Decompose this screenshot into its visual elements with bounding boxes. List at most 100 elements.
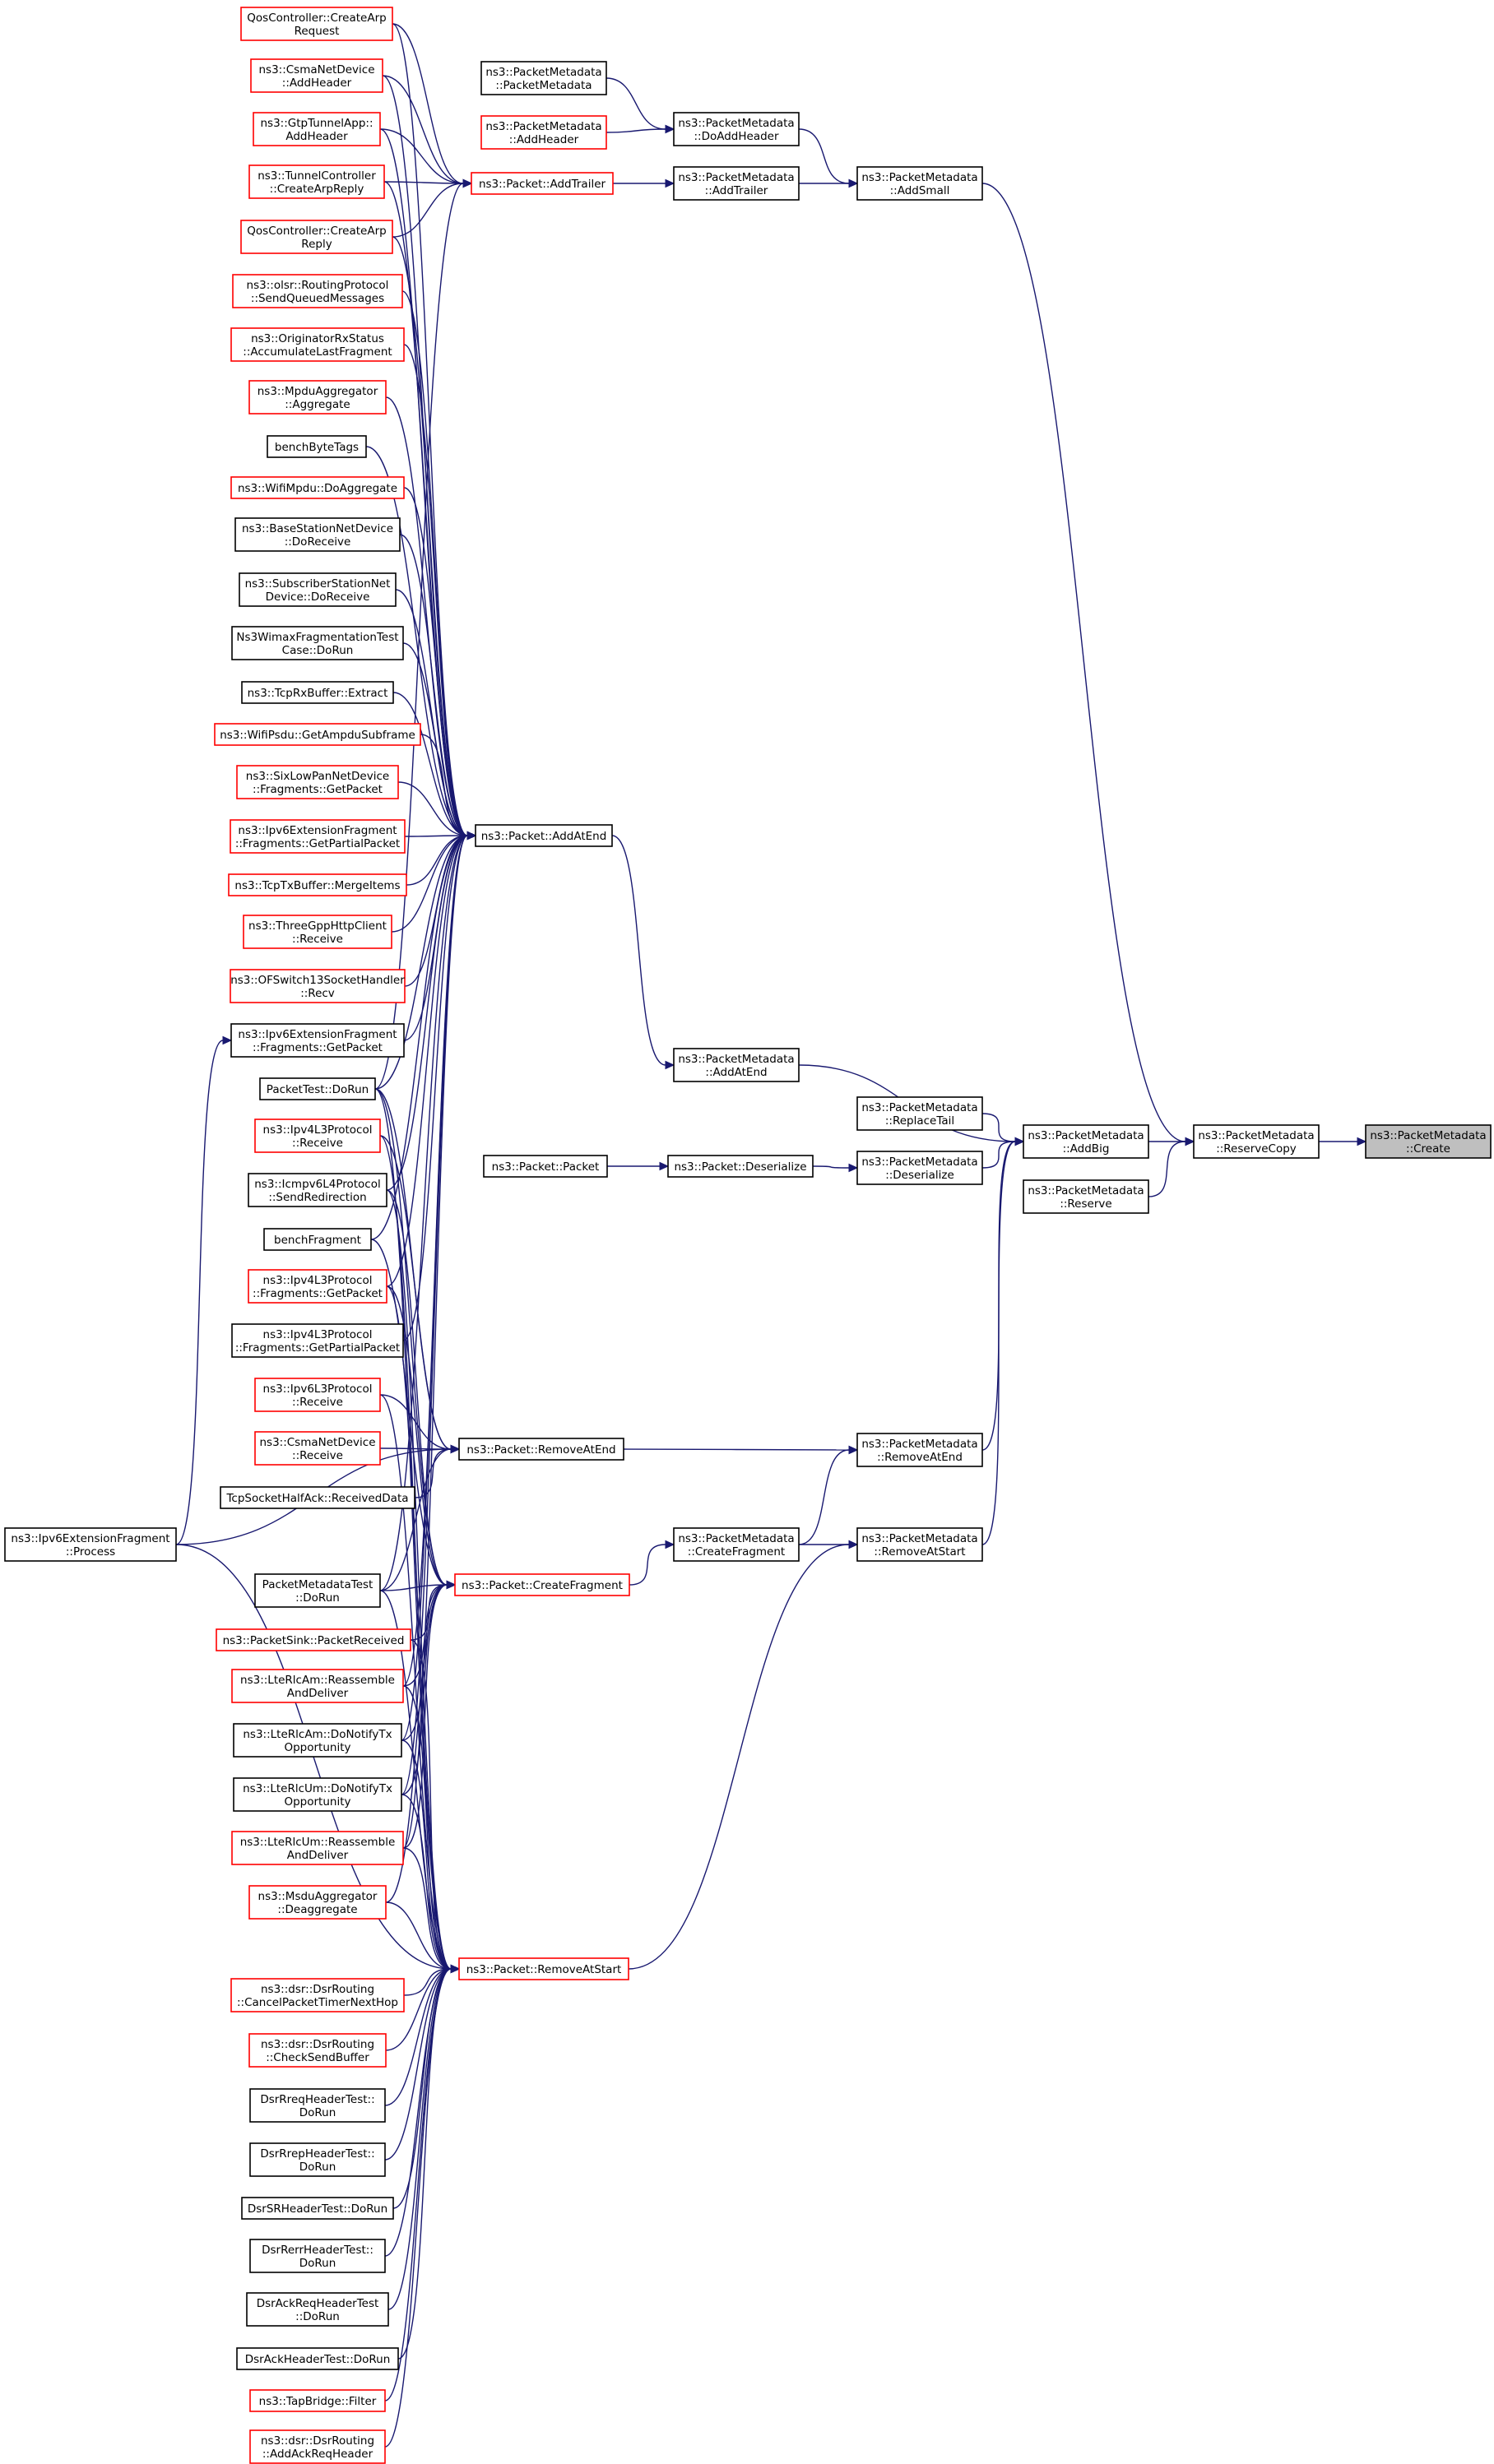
node-label-line: ::AddSmall <box>890 184 950 197</box>
node-box <box>230 1978 405 2012</box>
node-pm-createfragment[interactable]: ns3::PacketMetadata::CreateFragment <box>673 1527 800 1562</box>
node-pmtest-dorun[interactable]: PacketMetadataTest::DoRun <box>254 1573 381 1608</box>
node-wifimpdu-doaggregate[interactable]: ns3::WifiMpdu::DoAggregate <box>230 476 405 499</box>
node-box <box>480 61 607 95</box>
node-sixlowpan-getpacket[interactable]: ns3::SixLowPanNetDevice::Fragments::GetP… <box>236 765 399 799</box>
edge-line <box>981 183 1186 1142</box>
node-dsrerr-dorun[interactable]: DsrRerrHeaderTest::DoRun <box>249 2239 386 2273</box>
edge-line <box>629 1544 666 1586</box>
node-ofswitch-recv[interactable]: ns3::OFSwitch13SocketHandler::Recv <box>230 969 406 1003</box>
node-gtp-addheader[interactable]: ns3::GtpTunnelApp::AddHeader <box>253 112 381 146</box>
node-ipv6l3-receive[interactable]: ns3::Ipv6L3Protocol::Receive <box>254 1378 381 1412</box>
node-p-removeatstart[interactable]: ns3::Packet::RemoveAtStart <box>458 1957 629 1980</box>
node-label-line: ns3::OriginatorRxStatus <box>251 332 384 345</box>
node-label-line: ns3::WifiMpdu::DoAggregate <box>238 482 397 495</box>
node-p-removeatend[interactable]: ns3::Packet::RemoveAtEnd <box>458 1438 624 1461</box>
node-p-addatend[interactable]: ns3::Packet::AddAtEnd <box>475 824 613 847</box>
edge <box>629 1540 675 1586</box>
node-create[interactable]: ns3::PacketMetadata::Create <box>1365 1124 1492 1159</box>
node-pm-pm[interactable]: ns3::PacketMetadata::PacketMetadata <box>480 61 607 95</box>
node-label-line: ns3::PacketMetadata <box>1370 1129 1486 1142</box>
node-pm-removeatstart[interactable]: ns3::PacketMetadata::RemoveAtStart <box>856 1527 983 1562</box>
node-pm-addatend[interactable]: ns3::PacketMetadata::AddAtEnd <box>673 1048 800 1082</box>
node-packettest-dorun[interactable]: PacketTest::DoRun <box>259 1077 376 1100</box>
node-originator-accumulate[interactable]: ns3::OriginatorRxStatus::AccumulateLastF… <box>230 327 405 362</box>
node-benchfragment[interactable]: benchFragment <box>263 1228 372 1251</box>
node-dsrackreq-dorun[interactable]: DsrAckReqHeaderTest::DoRun <box>246 2292 389 2327</box>
node-label-line: ns3::PacketMetadata <box>1198 1129 1314 1142</box>
node-addbig[interactable]: ns3::PacketMetadata::AddBig <box>1023 1124 1149 1159</box>
node-pm-addtrailer[interactable]: ns3::PacketMetadata::AddTrailer <box>673 166 800 201</box>
node-p-createfragment[interactable]: ns3::Packet::CreateFragment <box>454 1573 630 1596</box>
node-label-line: DsrRrepHeaderTest:: <box>260 2147 374 2161</box>
node-pm-replacetail[interactable]: ns3::PacketMetadata::ReplaceTail <box>856 1096 983 1131</box>
node-ipv4l3frag-getpacket[interactable]: ns3::Ipv4L3Protocol::Fragments::GetPacke… <box>248 1269 387 1304</box>
node-box <box>254 1431 381 1466</box>
node-dsrreq-dorun[interactable]: DsrRreqHeaderTest::DoRun <box>249 2088 386 2123</box>
edge <box>611 835 675 1070</box>
edge-line <box>401 290 468 836</box>
edge-line <box>403 487 468 836</box>
arrowhead <box>1357 1137 1367 1146</box>
node-tcprx-extract[interactable]: ns3::TcpRxBuffer::Extract <box>241 681 394 704</box>
node-tcptx-mergeitems[interactable]: ns3::TcpTxBuffer::MergeItems <box>228 873 407 896</box>
node-packetsink-received[interactable]: ns3::PacketSink::PacketReceived <box>216 1628 411 1651</box>
node-ipv6extfrag-process[interactable]: ns3::Ipv6ExtensionFragment::Process <box>4 1527 177 1562</box>
node-pm-doaddheader[interactable]: ns3::PacketMetadata::DoAddHeader <box>673 112 800 146</box>
node-mpdu-aggregate[interactable]: ns3::MpduAggregator::Aggregate <box>248 380 387 415</box>
node-addsmall[interactable]: ns3::PacketMetadata::AddSmall <box>856 166 983 201</box>
node-label-line: ns3::CsmaNetDevice <box>258 63 374 76</box>
edge <box>612 178 675 188</box>
node-p-addtrailer[interactable]: ns3::Packet::AddTrailer <box>471 172 614 195</box>
node-ipv4l3frag-getpartial[interactable]: ns3::Ipv4L3Protocol::Fragments::GetParti… <box>231 1323 404 1358</box>
node-csma-receive[interactable]: ns3::CsmaNetDevice::Receive <box>254 1431 381 1466</box>
edge-line <box>386 1285 448 1586</box>
node-icmpv6-sendredirection[interactable]: ns3::Icmpv6L4Protocol::SendRedirection <box>248 1173 387 1207</box>
edge <box>623 1445 859 1455</box>
node-dsr-checksendbuffer[interactable]: ns3::dsr::DsrRouting::CheckSendBuffer <box>248 2033 387 2068</box>
node-ssnd-doreceive[interactable]: ns3::SubscriberStationNetDevice::DoRecei… <box>239 572 397 607</box>
node-ipv6extfrag-getpacket[interactable]: ns3::Ipv6ExtensionFragment::Fragments::G… <box>230 1023 405 1058</box>
node-dsr-cancelpackettimer[interactable]: ns3::dsr::DsrRouting::CancelPacketTimerN… <box>230 1978 405 2012</box>
node-dsrack-dorun[interactable]: DsrAckHeaderTest::DoRun <box>236 2347 399 2370</box>
node-ipv6extfrag-getpartial[interactable]: ns3::Ipv6ExtensionFragment::Fragments::G… <box>230 819 406 854</box>
node-wifipsdu-getampdu[interactable]: ns3::WifiPsdu::GetAmpduSubframe <box>214 723 421 746</box>
node-p-deserialize[interactable]: ns3::Packet::Deserialize <box>667 1155 814 1178</box>
node-ipv4l3-receive[interactable]: ns3::Ipv4L3Protocol::Receive <box>254 1119 381 1153</box>
node-qos-createarpreply[interactable]: QosController::CreateArpReply <box>240 220 393 254</box>
node-reserve[interactable]: ns3::PacketMetadata::Reserve <box>1023 1179 1149 1214</box>
node-pm-removeatend[interactable]: ns3::PacketMetadata::RemoveAtEnd <box>856 1433 983 1467</box>
node-olsr-sendqueued[interactable]: ns3::olsr::RoutingProtocol::SendQueuedMe… <box>232 274 403 308</box>
node-reservecopy[interactable]: ns3::PacketMetadata::ReserveCopy <box>1193 1124 1320 1159</box>
node-box <box>233 1777 402 1812</box>
node-box <box>230 1023 405 1058</box>
node-label-line: Device::DoReceive <box>266 591 370 604</box>
node-dsrrep-dorun[interactable]: DsrRrepHeaderTest::DoRun <box>249 2142 386 2177</box>
node-tcphalfack-received[interactable]: TcpSocketHalfAck::ReceivedData <box>220 1486 415 1509</box>
node-pm-deserialize[interactable]: ns3::PacketMetadata::Deserialize <box>856 1151 983 1185</box>
node-label-line: Case::DoRun <box>282 644 354 657</box>
node-bsnd-doreceive[interactable]: ns3::BaseStationNetDevice::DoReceive <box>234 517 401 552</box>
node-dsrsr-dorun[interactable]: DsrSRHeaderTest::DoRun <box>241 2197 394 2220</box>
node-label-line: ns3::SixLowPanNetDevice <box>246 770 389 783</box>
edge-line <box>605 128 666 133</box>
node-label-line: ::DoRun <box>295 1591 340 1605</box>
node-tunnel-createarpreply[interactable]: ns3::TunnelController::CreateArpReply <box>248 164 385 199</box>
node-threegpp-receive[interactable]: ns3::ThreeGppHttpClient::Receive <box>243 915 392 949</box>
node-csma-addheader[interactable]: ns3::CsmaNetDevice::AddHeader <box>250 58 383 93</box>
node-msdu-deaggregate[interactable]: ns3::MsduAggregator::Deaggregate <box>248 1885 387 1920</box>
node-benchbytetags[interactable]: benchByteTags <box>267 435 367 458</box>
edge-line <box>383 181 468 836</box>
node-pm-addheader[interactable]: ns3::PacketMetadata::AddHeader <box>480 115 607 150</box>
arrowhead <box>462 178 473 188</box>
node-p-packet[interactable]: ns3::Packet::Packet <box>483 1155 608 1178</box>
node-tapbridge-filter[interactable]: ns3::TapBridge::Filter <box>249 2389 386 2412</box>
node-dsr-addackreqheader[interactable]: ns3::dsr::DsrRouting::AddAckReqHeader <box>249 2429 386 2464</box>
node-box <box>856 166 983 201</box>
